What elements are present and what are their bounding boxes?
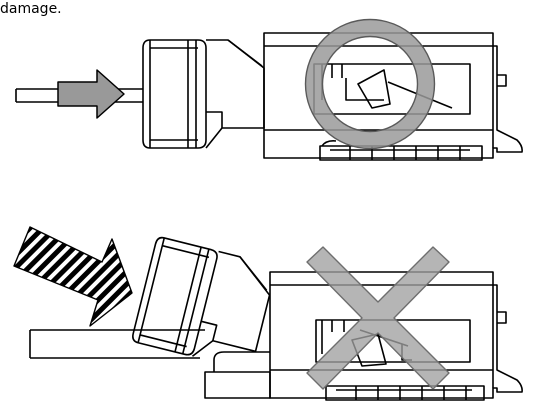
plug-connector	[142, 39, 265, 149]
plug-connector-tilted	[132, 236, 271, 357]
striped-arrow-icon	[13, 226, 133, 327]
cross-ng-icon	[306, 246, 450, 390]
figure-incorrect-insertion	[13, 226, 523, 401]
solid-arrow-icon	[57, 69, 125, 119]
caption-text: damage.	[0, 1, 62, 17]
circle-ok-icon	[304, 18, 436, 150]
wire	[29, 329, 205, 359]
figure-correct-insertion	[15, 18, 523, 161]
